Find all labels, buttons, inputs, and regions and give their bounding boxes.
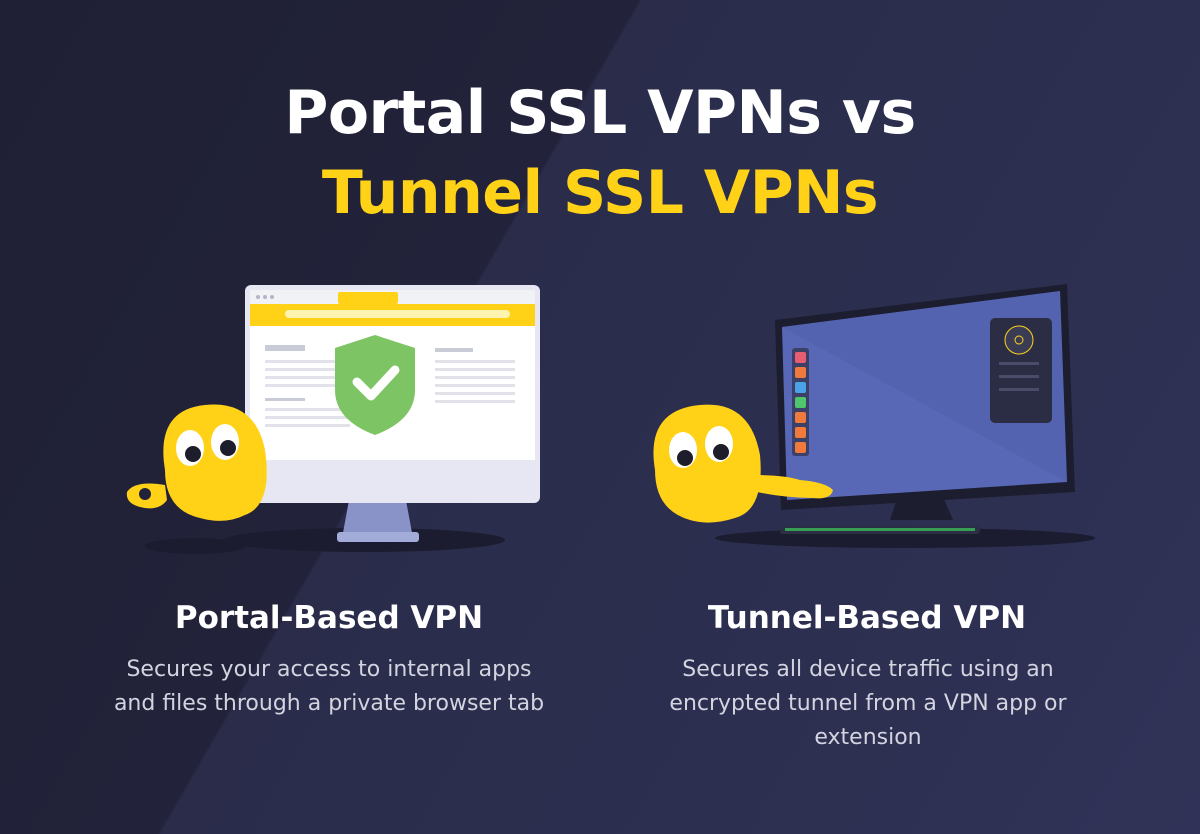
browser-tab [338,292,398,304]
tunnel-vpn-description: Secures all device traffic using an encr… [669,657,1067,750]
ghost-mascot-icon [163,404,267,521]
monitor-base [337,532,419,542]
tunnel-vpn-illustration [653,284,1095,548]
mascot-pointing-hand-icon [755,475,833,499]
shield-icon [335,335,415,435]
portal-vpn-description: Secures your access to internal apps and… [113,657,545,716]
page-title-line-2: Tunnel SSL VPNs [321,158,879,228]
checkmark-icon [352,365,400,401]
portal-vpn-illustration [126,285,540,554]
monitor-stand [342,495,413,538]
tunnel-vpn-heading: Tunnel-Based VPN [707,600,1027,636]
portal-vpn-heading: Portal-Based VPN [174,600,484,636]
ghost-mascot-icon [653,404,761,523]
page-title-line-1: Portal SSL VPNs vs [284,78,916,148]
address-bar [285,310,510,318]
mascot-shadow [145,538,245,554]
